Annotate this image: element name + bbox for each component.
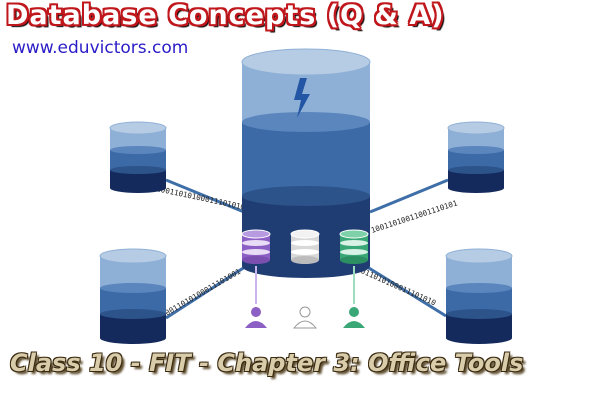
footer-subtitle: Class 10 - FIT - Chapter 3: Office Tools [10, 349, 524, 377]
server-database-icon [445, 248, 513, 344]
server-database-icon [109, 121, 167, 193]
connector-bottom-left [165, 263, 249, 320]
website-url: www.eduvictors.com [12, 38, 189, 58]
binary-label-top-right: 10011010011001110101 [370, 198, 459, 234]
user-icon [343, 307, 365, 328]
green-database-icon [339, 229, 369, 264]
binary-label-top-left: 10011010100011101010 [156, 184, 247, 212]
connector-bottom-right [363, 263, 447, 318]
server-database-icon [447, 121, 505, 193]
user-icon [245, 307, 267, 328]
connector-top-left [165, 178, 245, 214]
server-database-icon [99, 248, 167, 344]
lightning-icon [294, 78, 310, 118]
connector-top-right [369, 178, 449, 214]
purple-database-icon [241, 229, 271, 264]
connector-lines [165, 178, 449, 320]
user-icon [292, 306, 318, 329]
white-database-icon [290, 229, 320, 264]
binary-label-bottom-left: 10011010100011101001 [160, 267, 243, 320]
page-title: Database Concepts (Q & A) [6, 0, 445, 31]
